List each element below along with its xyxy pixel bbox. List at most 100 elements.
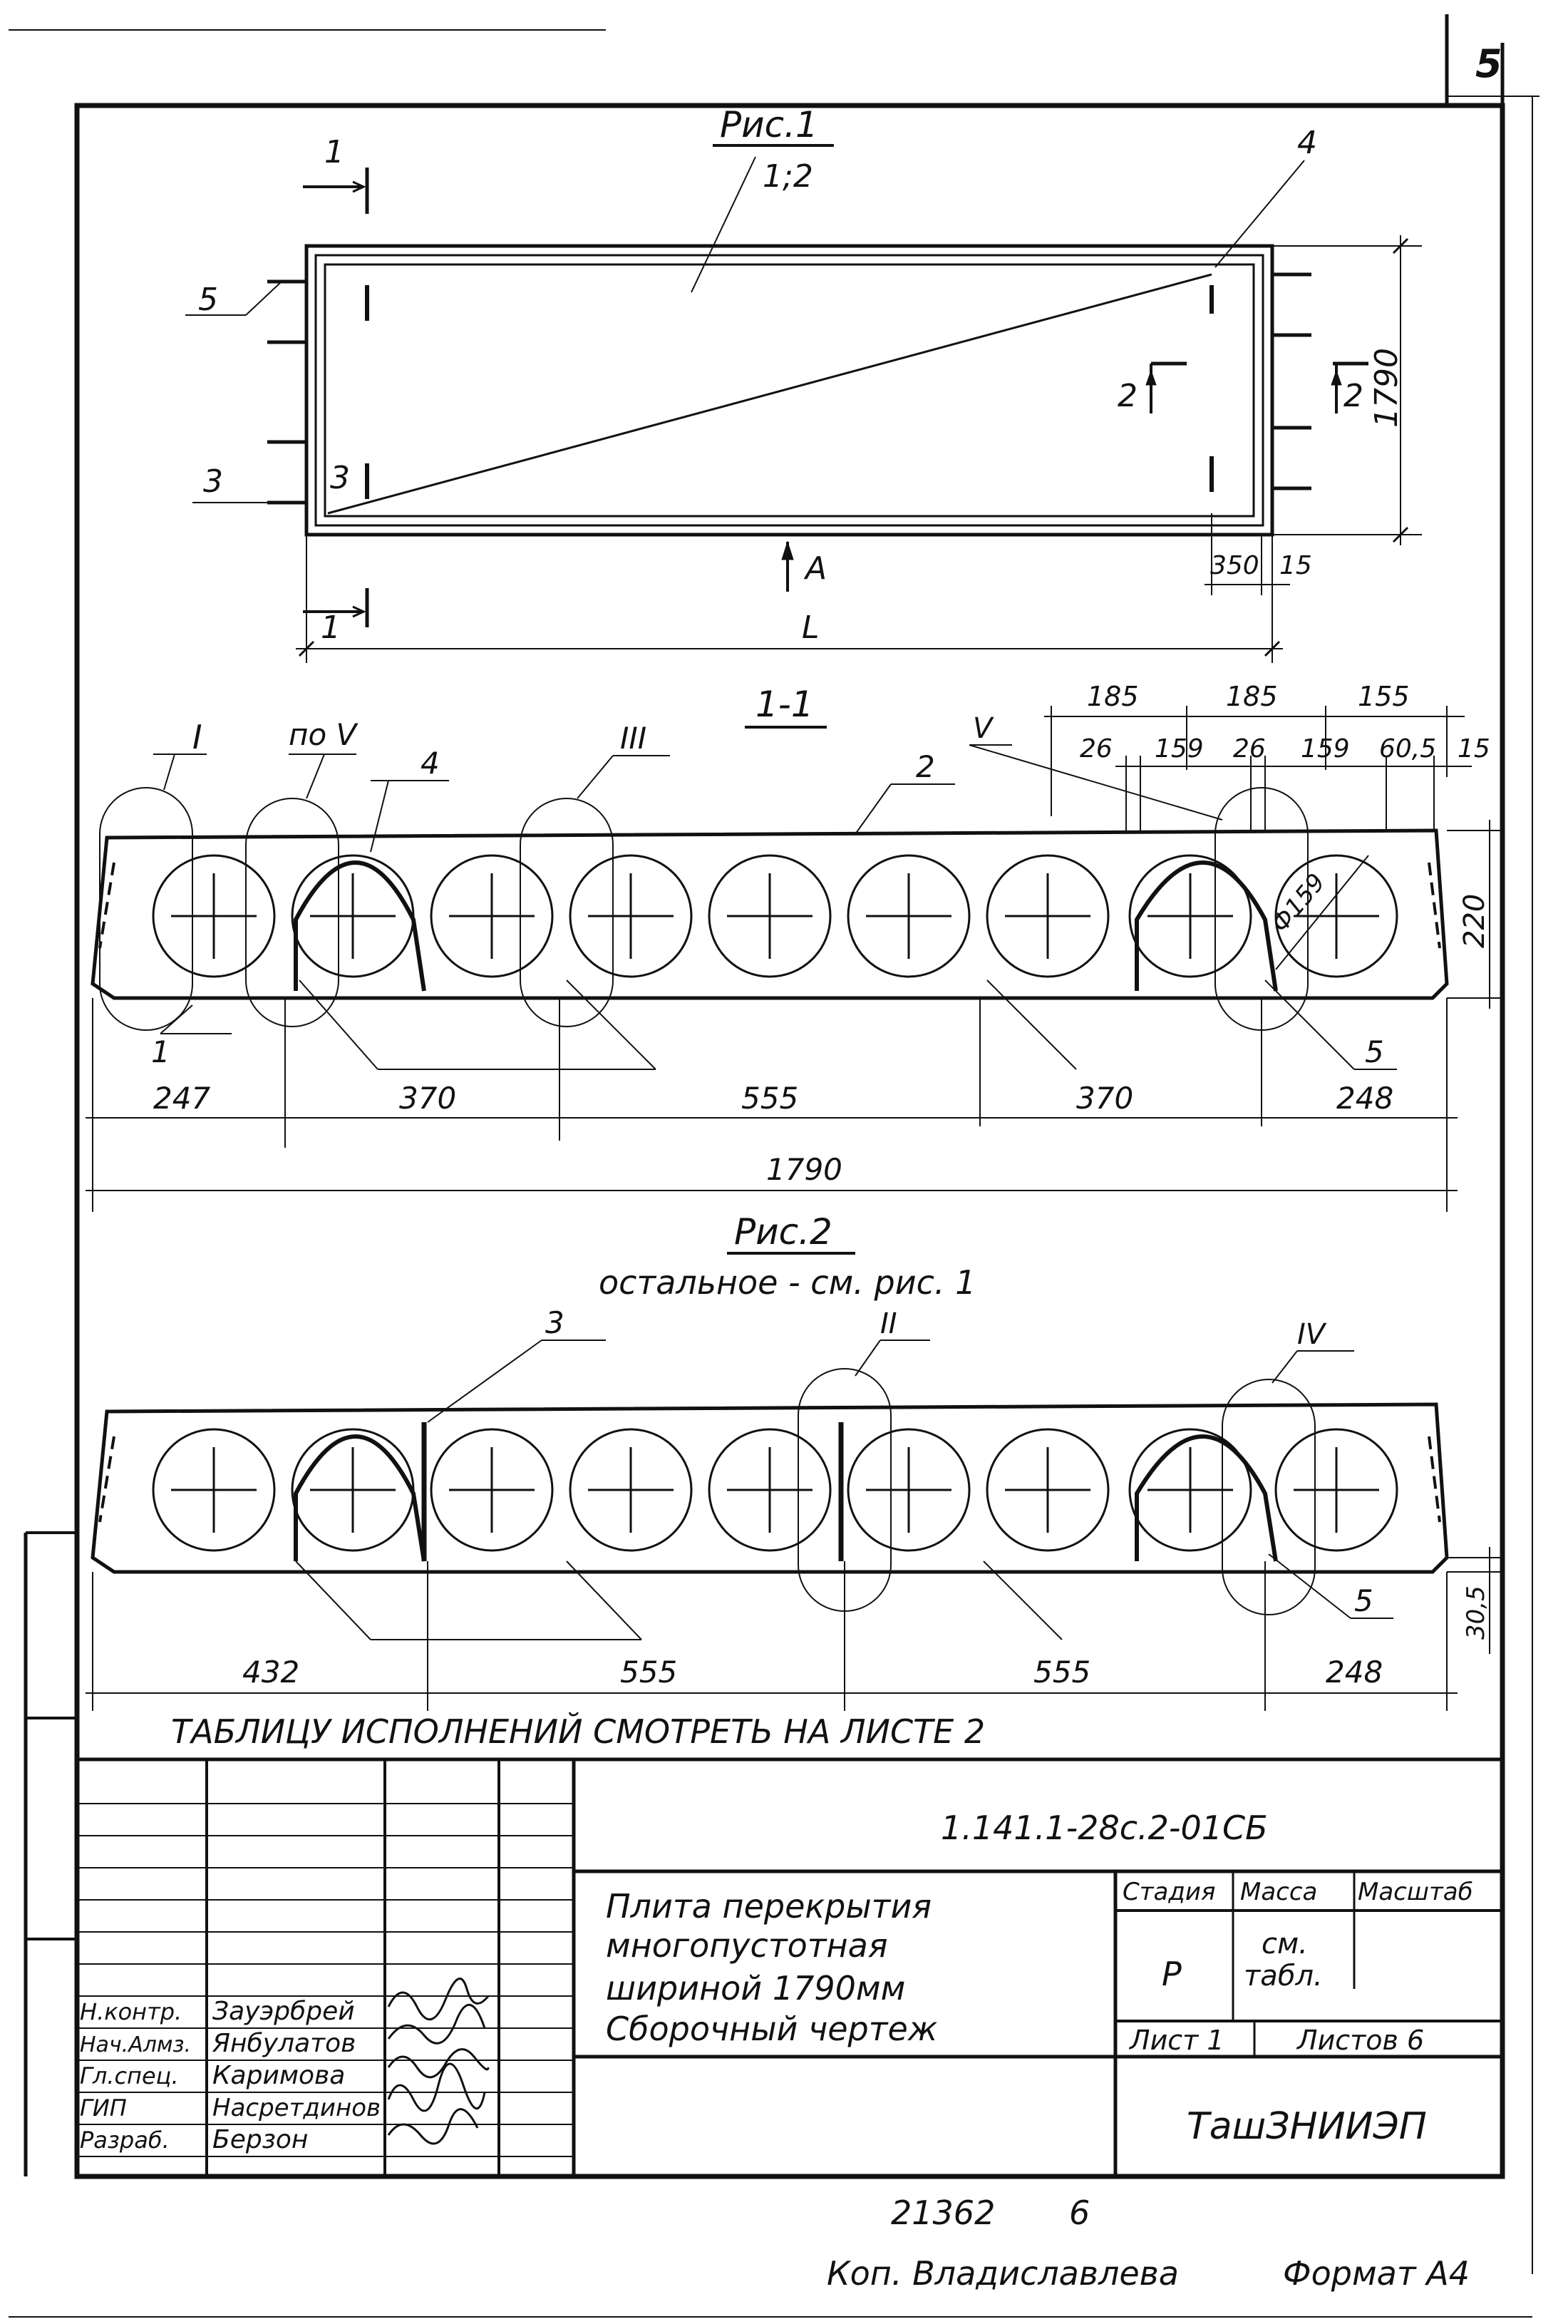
node-IV: IV (1297, 1318, 1327, 1351)
fig2-core-8 (1128, 1428, 1252, 1552)
top-dim-1: 185 (1087, 681, 1139, 712)
person-1: Зауэрбрей (212, 1997, 355, 2026)
fig1-callout-4: 4 (1297, 125, 1317, 161)
fig2-dim-555b: 555 (1033, 1655, 1090, 1690)
bottom-dim-247: 247 (153, 1081, 210, 1116)
fig1-dim-350: 350 (1210, 551, 1259, 580)
fig1-section-mark-top: 1 (324, 134, 344, 170)
section11-callout-5: 5 (1365, 1034, 1384, 1069)
slab-outline (304, 244, 1274, 537)
person-4: Насретдинов (212, 2094, 381, 2122)
fig2-core-1 (152, 1428, 276, 1552)
name-line-4: Сборочный чертеж (606, 2010, 938, 2048)
fig2-dim-555a: 555 (620, 1655, 677, 1690)
fig2-section: Рис.2 остальное - см. рис. 1 (86, 1211, 1500, 1711)
sheet-frame (9, 14, 1539, 2318)
fig1-section-mark-bottom: 1 (321, 610, 341, 646)
section-height: 220 (1458, 894, 1491, 948)
section11-callout-1: 1 (151, 1034, 170, 1069)
section11-core-6 (847, 854, 971, 978)
header-scale: Масштаб (1358, 1878, 1473, 1906)
sheet-number: 5 (1475, 41, 1502, 86)
fig1-callout-3-outer: 3 (203, 463, 223, 500)
designation: 1.141.1-28с.2-01СБ (941, 1809, 1268, 1847)
fig1-callout-3-inner: 3 (330, 460, 350, 496)
name-line-2: многопустотная (606, 1926, 888, 1965)
fig2-core-7 (986, 1428, 1110, 1552)
section11-core-8 (1128, 854, 1252, 978)
sub-dim-26a: 26 (1080, 734, 1113, 763)
paper-format: Формат А4 (1283, 2254, 1470, 2293)
name-line-3: шириной 1790мм (606, 1969, 905, 2007)
section11-core-4 (569, 854, 693, 978)
fig2-core-2 (291, 1428, 415, 1552)
bottom-dim-370b: 370 (1076, 1081, 1133, 1116)
fig2-callout-3: 3 (545, 1305, 564, 1340)
section11-core-2 (291, 854, 415, 978)
organization: ТашЗНИИЭП (1187, 2105, 1427, 2148)
node-II: II (880, 1307, 897, 1340)
fig2-caption: Рис.2 (734, 1211, 832, 1253)
fig2-labels: 3 II IV 5 30,5 432 555 555 248 ТАБЛИЦУ И… (171, 1305, 1490, 1751)
fig1-section2-right: 2 (1343, 378, 1363, 414)
section11-callout-2: 2 (916, 749, 935, 784)
fig1-caption: Рис.1 (720, 104, 818, 145)
role-5: Разраб. (80, 2127, 170, 2154)
fig1-labels: 1 1 1;2 4 5 3 3 2 2 A 1790 L 350 15 (198, 125, 1405, 646)
top-dim-2: 185 (1226, 681, 1278, 712)
fig2-side-dim: 30,5 (1462, 1585, 1490, 1640)
fig1-length: L (802, 610, 820, 646)
fig1-plan: Рис.1 (185, 104, 1422, 663)
table-note: ТАБЛИЦУ ИСПОЛНЕНИЙ СМОТРЕТЬ НА ЛИСТЕ 2 (171, 1712, 985, 1751)
person-3: Каримова (212, 2061, 345, 2090)
fig2-core-5 (708, 1428, 832, 1552)
sub-dim-159a: 159 (1155, 734, 1204, 763)
section-1-1: 1-1 (86, 684, 1500, 1212)
fig2-subcaption: остальное - см. рис. 1 (599, 1263, 976, 1302)
fig1-dim-15: 15 (1279, 551, 1312, 580)
section11-labels: I по V III V 4 2 1 5 185 185 155 26 159 … (151, 681, 1491, 1187)
stage-value: Р (1162, 1955, 1182, 1993)
role-3: Гл.спец. (80, 2062, 179, 2089)
person-2: Янбулатов (212, 2029, 356, 2058)
sub-dim-60-5: 60,5 (1379, 734, 1436, 763)
sub-dim-15: 15 (1458, 734, 1490, 763)
sub-dim-159b: 159 (1301, 734, 1350, 763)
fig2-dim-248: 248 (1326, 1655, 1383, 1690)
sub-dim-26b: 26 (1233, 734, 1266, 763)
section11-outline (91, 828, 1449, 1000)
header-stage: Стадия (1123, 1878, 1215, 1906)
fig2-outline (91, 1402, 1449, 1574)
mass-value-1: см. (1262, 1928, 1308, 1960)
section11-core-3 (430, 854, 554, 978)
role-4: ГИП (80, 2094, 127, 2122)
node-poV: по V (289, 717, 359, 752)
bottom-dim-248: 248 (1336, 1081, 1393, 1116)
header-mass: Масса (1240, 1878, 1317, 1906)
sheets-label: Листов 6 (1296, 2025, 1424, 2056)
fig2-core-4 (569, 1428, 693, 1552)
fig1-rebar-label: 1;2 (763, 158, 813, 195)
fig1-callout-5: 5 (198, 282, 218, 318)
core-diameter: Ф159 (1266, 868, 1331, 938)
bottom-dim-555: 555 (741, 1081, 798, 1116)
person-5: Берзон (212, 2125, 308, 2154)
fig2-cores (152, 1428, 1398, 1552)
role-2: Нач.Алмз. (80, 2032, 191, 2057)
section11-title: 1-1 (755, 684, 814, 725)
footer: 21362 6 Коп. Владиславлева Формат А4 (827, 2194, 1470, 2293)
title-block-text: 1.141.1-28с.2-01СБ Плита перекрытия мног… (80, 1809, 1473, 2154)
top-dim-3: 155 (1358, 681, 1410, 712)
sheet-label: Лист 1 (1128, 2025, 1224, 2056)
fig1-view-a: A (803, 550, 827, 587)
fig2-dim-432: 432 (242, 1655, 299, 1690)
stamp-number: 21362 (891, 2194, 995, 2232)
copied-by: Коп. Владиславлева (827, 2254, 1179, 2293)
bottom-dim-370a: 370 (399, 1081, 456, 1116)
section-total-width: 1790 (766, 1152, 842, 1187)
node-I: I (192, 718, 202, 756)
fig1-section2-left: 2 (1118, 378, 1138, 414)
section11-cores (152, 854, 1398, 978)
fig2-core-9 (1274, 1428, 1398, 1552)
